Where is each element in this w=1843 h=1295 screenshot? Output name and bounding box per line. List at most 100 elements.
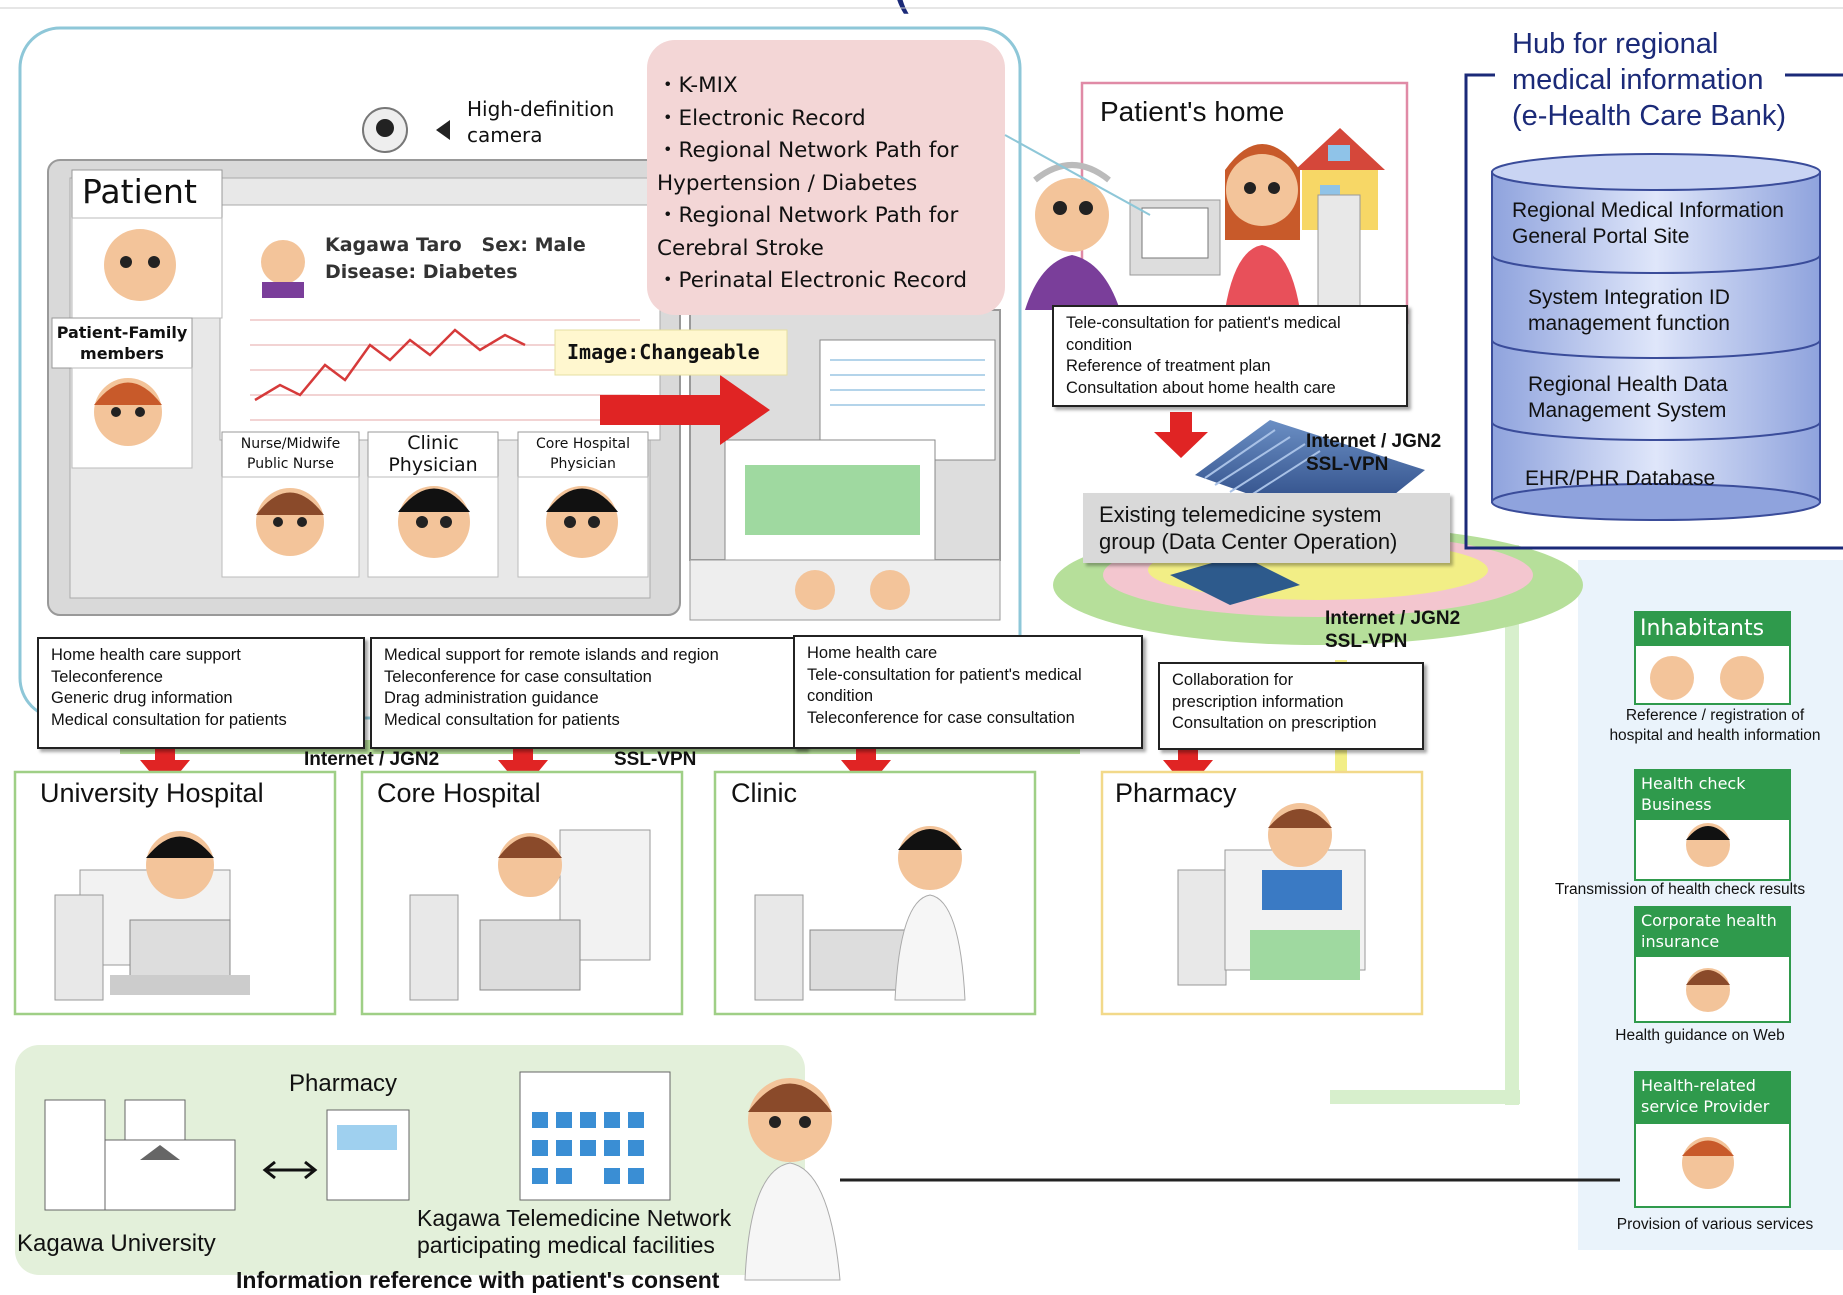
kmix-item: Cerebral Stroke xyxy=(657,235,824,261)
data-center-line: group (Data Center Operation) xyxy=(1099,529,1398,554)
staff-tab-core-physician[interactable]: Core Hospital Physician xyxy=(518,434,648,474)
db-layer-line: System Integration ID xyxy=(1528,286,1730,309)
service-line: Medical consultation for patients xyxy=(384,710,620,729)
kmix-item: ・Electronic Record xyxy=(657,105,866,131)
patient-family-label-line: members xyxy=(80,344,164,363)
service-box-clinic: Home health care Tele-consultation for p… xyxy=(793,635,1143,749)
patient-info-line: Kagawa Taro Sex: Male xyxy=(325,234,586,256)
side-caption-health-check: Transmission of health check results xyxy=(1555,880,1843,900)
service-line: Consultation about home health care xyxy=(1066,378,1336,397)
patient-tab[interactable]: Patient xyxy=(82,172,197,211)
network-facilities-label: Kagawa Telemedicine Network participatin… xyxy=(417,1205,731,1259)
service-box-pharmacy: Collaboration for prescription informati… xyxy=(1158,662,1424,750)
home-woman-figure xyxy=(1225,144,1300,310)
changeable-arrow xyxy=(600,375,770,445)
kmix-item: ・Perinatal Electronic Record xyxy=(657,268,968,293)
side-title-service-provider: Health-related service Provider xyxy=(1641,1075,1769,1117)
side-title-line: Health-related xyxy=(1641,1076,1756,1095)
side-caption-line: Provision of various services xyxy=(1616,1216,1814,1233)
camera-label: High-definition camera xyxy=(467,96,614,148)
service-line: Drag administration guidance xyxy=(384,689,599,707)
facility-university-hospital: University Hospital xyxy=(40,778,264,808)
db-layer-line: Regional Health Data xyxy=(1528,373,1728,396)
patient-family-label: Patient-Family members xyxy=(54,322,190,364)
patient-info-line: Disease: Diabetes xyxy=(325,261,518,283)
doctor-figure xyxy=(744,1078,841,1281)
cut-title: ( xyxy=(890,0,913,21)
db-layer-line: Management System xyxy=(1528,399,1727,422)
side-card-corporate xyxy=(1634,906,1791,1023)
side-card-health-check xyxy=(1634,769,1791,881)
data-center-line: Existing telemedicine system xyxy=(1099,502,1382,527)
side-caption-inhabitants: Reference / registration of hospital and… xyxy=(1590,706,1840,746)
side-caption-corporate: Health guidance on Web xyxy=(1590,1026,1810,1046)
kagawa-university-label: Kagawa University xyxy=(17,1230,216,1257)
kmix-item: Hypertension / Diabetes xyxy=(657,170,918,196)
clinic-illustration xyxy=(754,826,966,1001)
network-label-bottom-right: SSL-VPN xyxy=(614,749,697,770)
bottom-pharmacy-building xyxy=(326,1109,410,1201)
side-title-line: Inhabitants xyxy=(1640,616,1765,641)
facility-pharmacy: Pharmacy xyxy=(1115,778,1237,808)
service-line: Teleconference xyxy=(51,667,163,686)
network-label-bottom-left: Internet / JGN2 xyxy=(304,749,440,770)
db-cylinder xyxy=(1491,153,1821,521)
service-line: Teleconference for case consultation xyxy=(384,667,652,686)
service-line: prescription information xyxy=(1172,692,1344,711)
staff-tab-line: Physician xyxy=(388,454,478,476)
service-line: condition xyxy=(1066,335,1133,354)
kmix-item: ・Regional Network Path for xyxy=(657,203,959,228)
side-caption-service-provider: Provision of various services xyxy=(1600,1215,1830,1235)
image-changeable-label: Image:Changeable xyxy=(567,340,760,364)
service-line: Medical support for remote islands and r… xyxy=(384,646,719,664)
service-box-core: Medical support for remote islands and r… xyxy=(370,637,806,749)
service-line: Home health care xyxy=(807,644,938,662)
staff-tab-line: Nurse/Midwife xyxy=(240,436,341,452)
side-caption-line: Health guidance on Web xyxy=(1615,1027,1785,1044)
kmix-item: ・K-MIX xyxy=(657,73,738,98)
side-caption-line: hospital and health information xyxy=(1609,727,1821,744)
network-label-top: Internet / JGN2 SSL-VPN xyxy=(1306,430,1441,476)
side-card-inhabitants xyxy=(1634,611,1791,705)
side-title-line: Health check xyxy=(1641,774,1746,793)
db-layer-health-data: Regional Health Data Management System xyxy=(1528,372,1728,424)
side-title-line: service Provider xyxy=(1641,1097,1770,1116)
service-line: Tele-consultation for patient's medical xyxy=(807,665,1082,684)
patient-info: Kagawa Taro Sex: Male Disease: Diabetes xyxy=(325,232,586,286)
side-title-inhabitants: Inhabitants xyxy=(1640,616,1764,642)
network-facility-building xyxy=(519,1071,671,1201)
chart-line xyxy=(254,328,526,402)
db-layer-line: management function xyxy=(1528,312,1730,335)
service-line: Collaboration for xyxy=(1172,671,1294,689)
service-line: Consultation on prescription xyxy=(1172,714,1377,732)
kmix-item: ・Regional Network Path for xyxy=(657,138,959,163)
db-layer-line: EHR/PHR Database xyxy=(1525,467,1716,490)
facility-core-hospital: Core Hospital xyxy=(377,778,541,808)
staff-tab-clinic-physician[interactable]: Clinic Physician xyxy=(368,432,498,476)
db-layer-line: Regional Medical Information xyxy=(1512,199,1784,222)
patients-home-services: Tele-consultation for patient's medical … xyxy=(1052,305,1408,407)
bottom-pharmacy-label: Pharmacy xyxy=(289,1070,398,1097)
network-label-line: SSL-VPN xyxy=(1306,454,1389,475)
service-line: Generic drug information xyxy=(51,689,233,707)
network-label-line: SSL-VPN xyxy=(1325,631,1408,652)
staff-tab-nurse[interactable]: Nurse/Midwife Public Nurse xyxy=(222,434,359,474)
service-line: Tele-consultation for patient's medical xyxy=(1066,314,1341,332)
db-layer-id-management: System Integration ID management functio… xyxy=(1528,285,1730,337)
network-facilities-line: participating medical facilities xyxy=(417,1232,715,1258)
db-layer-line: General Portal Site xyxy=(1512,225,1690,248)
consent-label: Information reference with patient's con… xyxy=(236,1267,720,1293)
side-caption-line: Transmission of health check results xyxy=(1555,881,1806,898)
patient-family-label-line: Patient-Family xyxy=(56,323,188,342)
kmix-list: ・K-MIX ・Electronic Record ・Regional Netw… xyxy=(657,70,967,298)
kagawa-university-building xyxy=(44,1099,236,1211)
staff-tab-line: Core Hospital xyxy=(536,436,630,452)
staff-tab-line: Public Nurse xyxy=(247,456,334,472)
service-line: Reference of treatment plan xyxy=(1066,357,1271,375)
db-layer-portal: Regional Medical Information General Por… xyxy=(1512,198,1784,250)
university-illustration xyxy=(54,831,250,1001)
hub-title-line: (e-Health Care Bank) xyxy=(1512,100,1786,132)
home-patient-figure xyxy=(1025,162,1120,310)
network-label-line: Internet / JGN2 xyxy=(1306,431,1442,452)
